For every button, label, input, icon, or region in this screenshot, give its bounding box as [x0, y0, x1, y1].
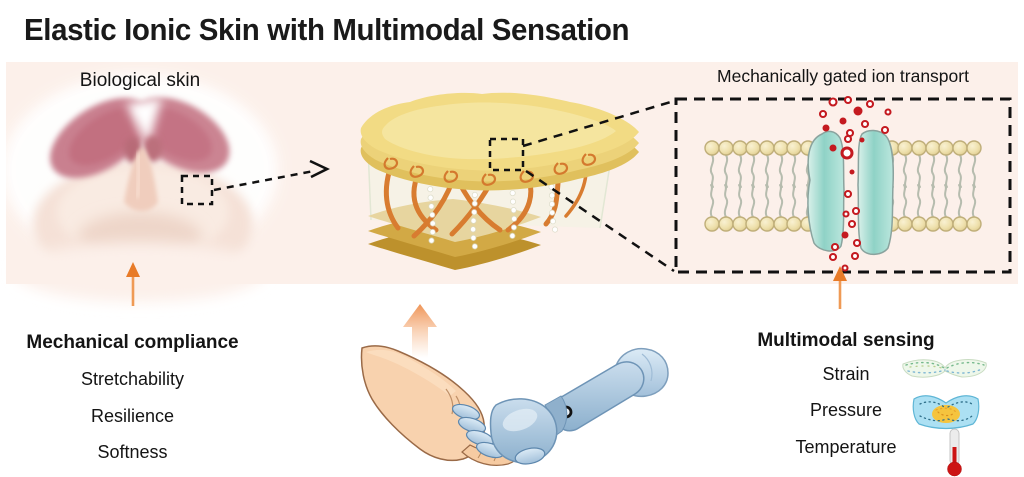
compliance-item-softness: Softness — [97, 442, 168, 462]
thermometer-icon — [947, 428, 962, 477]
ion-transport-label: Mechanically gated ion transport — [717, 66, 969, 86]
skin-pinch-illustration — [2, 74, 278, 302]
block-zoom-box — [488, 137, 525, 172]
biological-skin-label: Biological skin — [79, 70, 201, 91]
pressure-pad-icon — [912, 395, 980, 430]
skin-zoom-box — [180, 174, 214, 206]
compliance-arrow — [126, 262, 140, 306]
sensing-item-temperature: Temperature — [795, 437, 897, 457]
handshake-arrow — [403, 304, 437, 358]
sensing-item-strain: Strain — [822, 364, 870, 384]
robot-arm — [451, 347, 669, 465]
ionic-skin-block-illustration — [360, 92, 639, 270]
lipid-bilayer-illustration — [704, 95, 982, 272]
sensing-item-pressure: Pressure — [809, 400, 883, 420]
ion-transport-panel-box — [674, 97, 1012, 274]
handshake-illustration — [360, 345, 669, 466]
skin-zoom-dashed-arrow — [213, 159, 330, 192]
ion-channel-left — [807, 130, 845, 252]
mechanical-compliance-heading: Mechanical compliance — [26, 332, 239, 353]
figure-title: Elastic Ionic Skin with Multimodal Sensa… — [24, 12, 630, 47]
sensing-arrow — [833, 266, 847, 309]
strain-fiber-icon — [902, 359, 987, 378]
zoom-connector-bottom — [525, 169, 675, 273]
ion-channel-right — [857, 129, 894, 256]
zoom-connector-top — [522, 99, 675, 148]
block-top-electrode — [360, 92, 639, 191]
crosslink-hooks — [383, 153, 597, 186]
compliance-item-stretchability: Stretchability — [80, 369, 185, 389]
multimodal-sensing-heading: Multimodal sensing — [757, 330, 935, 351]
ion-stream — [818, 95, 892, 272]
compliance-item-resilience: Resilience — [90, 406, 175, 426]
